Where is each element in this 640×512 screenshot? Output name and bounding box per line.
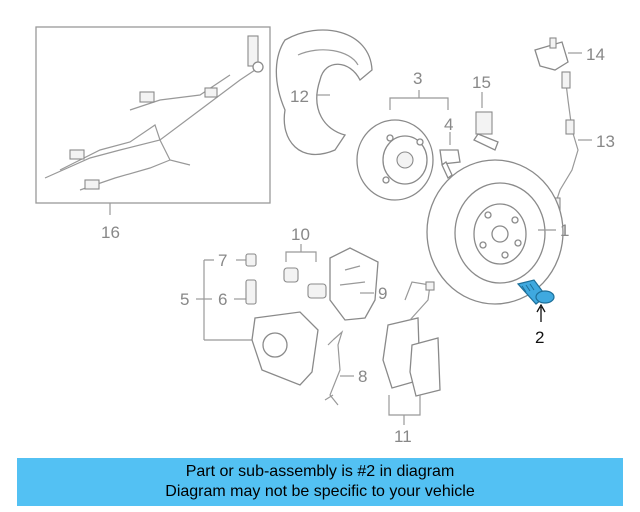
caliper-bracket-part-9[interactable] (329, 247, 379, 321)
callout-10: 10 (291, 225, 310, 244)
callout-13: 13 (596, 132, 615, 151)
bleeder-screw-part-6[interactable] (245, 279, 257, 305)
callout-5: 5 (180, 290, 189, 309)
caliper-housing-part-5[interactable] (251, 311, 319, 386)
sensor-part-15[interactable] (473, 111, 499, 151)
banner-line-2: Diagram may not be specific to your vehi… (165, 483, 475, 500)
bracket-part-14[interactable] (534, 37, 569, 71)
hub-bolt-part-4[interactable] (439, 149, 461, 180)
callout-3: 3 (413, 69, 422, 88)
callout-4: 4 (444, 115, 453, 134)
callout-8: 8 (358, 367, 367, 386)
callout-14: 14 (586, 45, 605, 64)
hub-bearing-part-3[interactable] (356, 119, 434, 201)
rotor-screw-part-2[interactable] (516, 279, 555, 305)
banner-line-1: Part or sub-assembly is #2 in diagram (185, 463, 455, 480)
callout-2: 2 (535, 328, 544, 347)
callout-6: 6 (218, 290, 227, 309)
callout-7: 7 (218, 251, 227, 270)
callout-1: 1 (560, 221, 569, 240)
callout-11: 11 (394, 427, 412, 446)
spring-clip-part-8[interactable] (324, 330, 344, 406)
callout-9: 9 (378, 284, 387, 303)
callout-16: 16 (101, 223, 120, 242)
guide-pin-part-10[interactable] (283, 267, 327, 299)
callout-12: 12 (290, 87, 309, 106)
parts-diagram: 16 12 3 4 15 14 1 (35, 26, 615, 446)
brake-rotor-part-1[interactable] (426, 159, 564, 305)
brake-hose-part-13[interactable] (551, 71, 579, 211)
brake-pads-part-11[interactable] (382, 281, 441, 397)
wiring-harness-part-16[interactable] (35, 26, 271, 204)
splash-shield-part-12[interactable] (275, 29, 373, 156)
bleeder-cap-part-7[interactable] (245, 253, 257, 267)
callout-15: 15 (472, 73, 491, 92)
info-banner: Part or sub-assembly is #2 in diagram Di… (17, 458, 623, 506)
